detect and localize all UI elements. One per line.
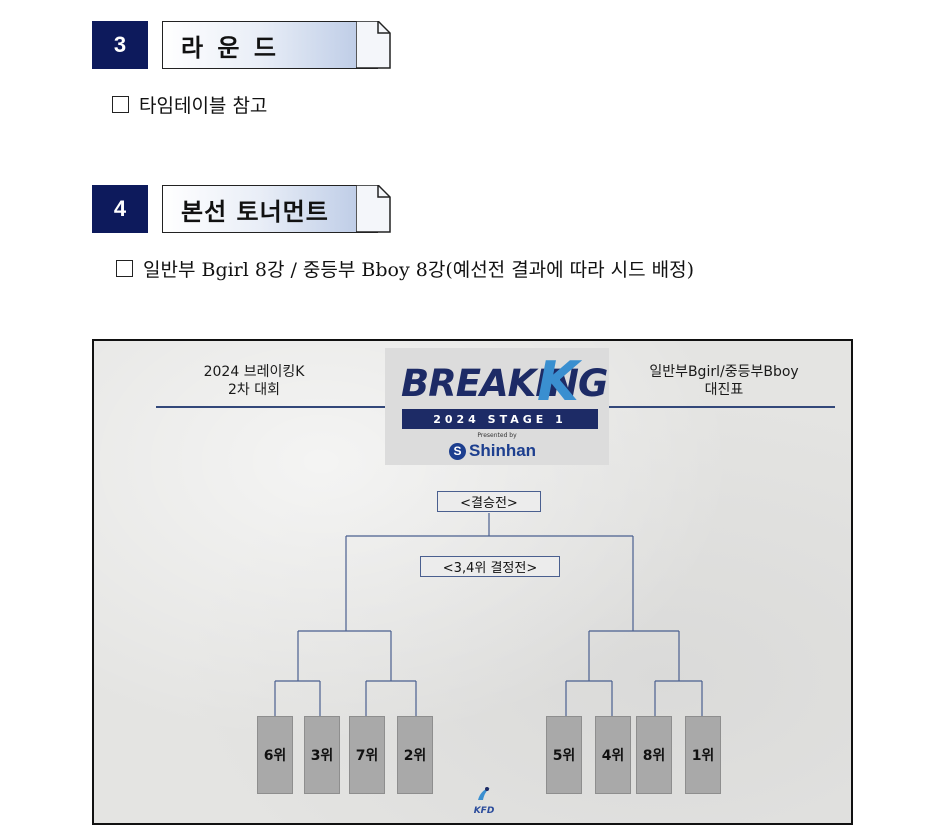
seed-slot: 8위 [636,716,672,794]
left-header-line-1: 2024 브레이킹K [203,364,305,380]
kfd-logo: KFD [464,786,504,818]
kfd-emblem-icon [478,787,490,800]
section-4-title: 본선 토너먼트 [162,185,378,233]
bracket-lines [274,513,703,716]
bracket-right-header: 일반부Bgirl/중등부Bboy 대진표 [624,363,824,399]
shinhan-icon: S [449,442,466,460]
logo-stage-band: 2024 STAGE 1 [402,409,598,429]
tournament-bracket: 2024 브레이킹K 2차 대회 일반부Bgirl/중등부Bboy 대진표 BR… [92,339,853,825]
kfd-text: KFD [473,806,495,816]
sponsor-logo: S Shinhan [449,441,536,461]
logo-k-mark: K [537,350,579,413]
right-header-line-1: 일반부Bgirl/중등부Bboy [649,364,799,380]
section-4-bullet: 일반부 Bgirl 8강 / 중등부 Bboy 8강(예선전 결과에 따라 시드… [116,255,694,282]
breaking-k-logo: BREAKING K 2024 STAGE 1 Presented by S S… [385,348,609,465]
right-header-line-2: 대진표 [704,382,744,398]
seed-slot: 3위 [304,716,340,794]
right-header-rule [609,406,835,408]
section-4-number: 4 [92,185,148,233]
section-3-number: 3 [92,21,148,69]
sponsor-name: Shinhan [469,441,537,460]
seed-slot: 2위 [397,716,433,794]
left-header-rule [156,406,386,408]
seed-slot: 4위 [595,716,631,794]
section-3-title: 라 운 드 [162,21,378,69]
final-label: <결승전> [437,491,541,512]
logo-presented-by: Presented by [477,432,517,439]
seed-slot: 1위 [685,716,721,794]
seed-slot: 6위 [257,716,293,794]
section-4-fold [356,185,391,233]
seed-slot: 5위 [546,716,582,794]
logo-wordmark: BREAKING [401,362,608,405]
section-3-bullet: 타임테이블 참고 [112,91,267,118]
left-header-line-2: 2차 대회 [228,382,280,398]
checkbox-icon [116,260,133,277]
section-3-fold [356,21,391,69]
third-place-label: <3,4위 결정전> [420,556,560,577]
seed-slot: 7위 [349,716,385,794]
checkbox-icon [112,96,129,113]
section-3-bullet-text: 타임테이블 참고 [139,95,268,117]
bracket-left-header: 2024 브레이킹K 2차 대회 [174,363,334,399]
section-4-bullet-text: 일반부 Bgirl 8강 / 중등부 Bboy 8강(예선전 결과에 따라 시드… [143,259,695,281]
